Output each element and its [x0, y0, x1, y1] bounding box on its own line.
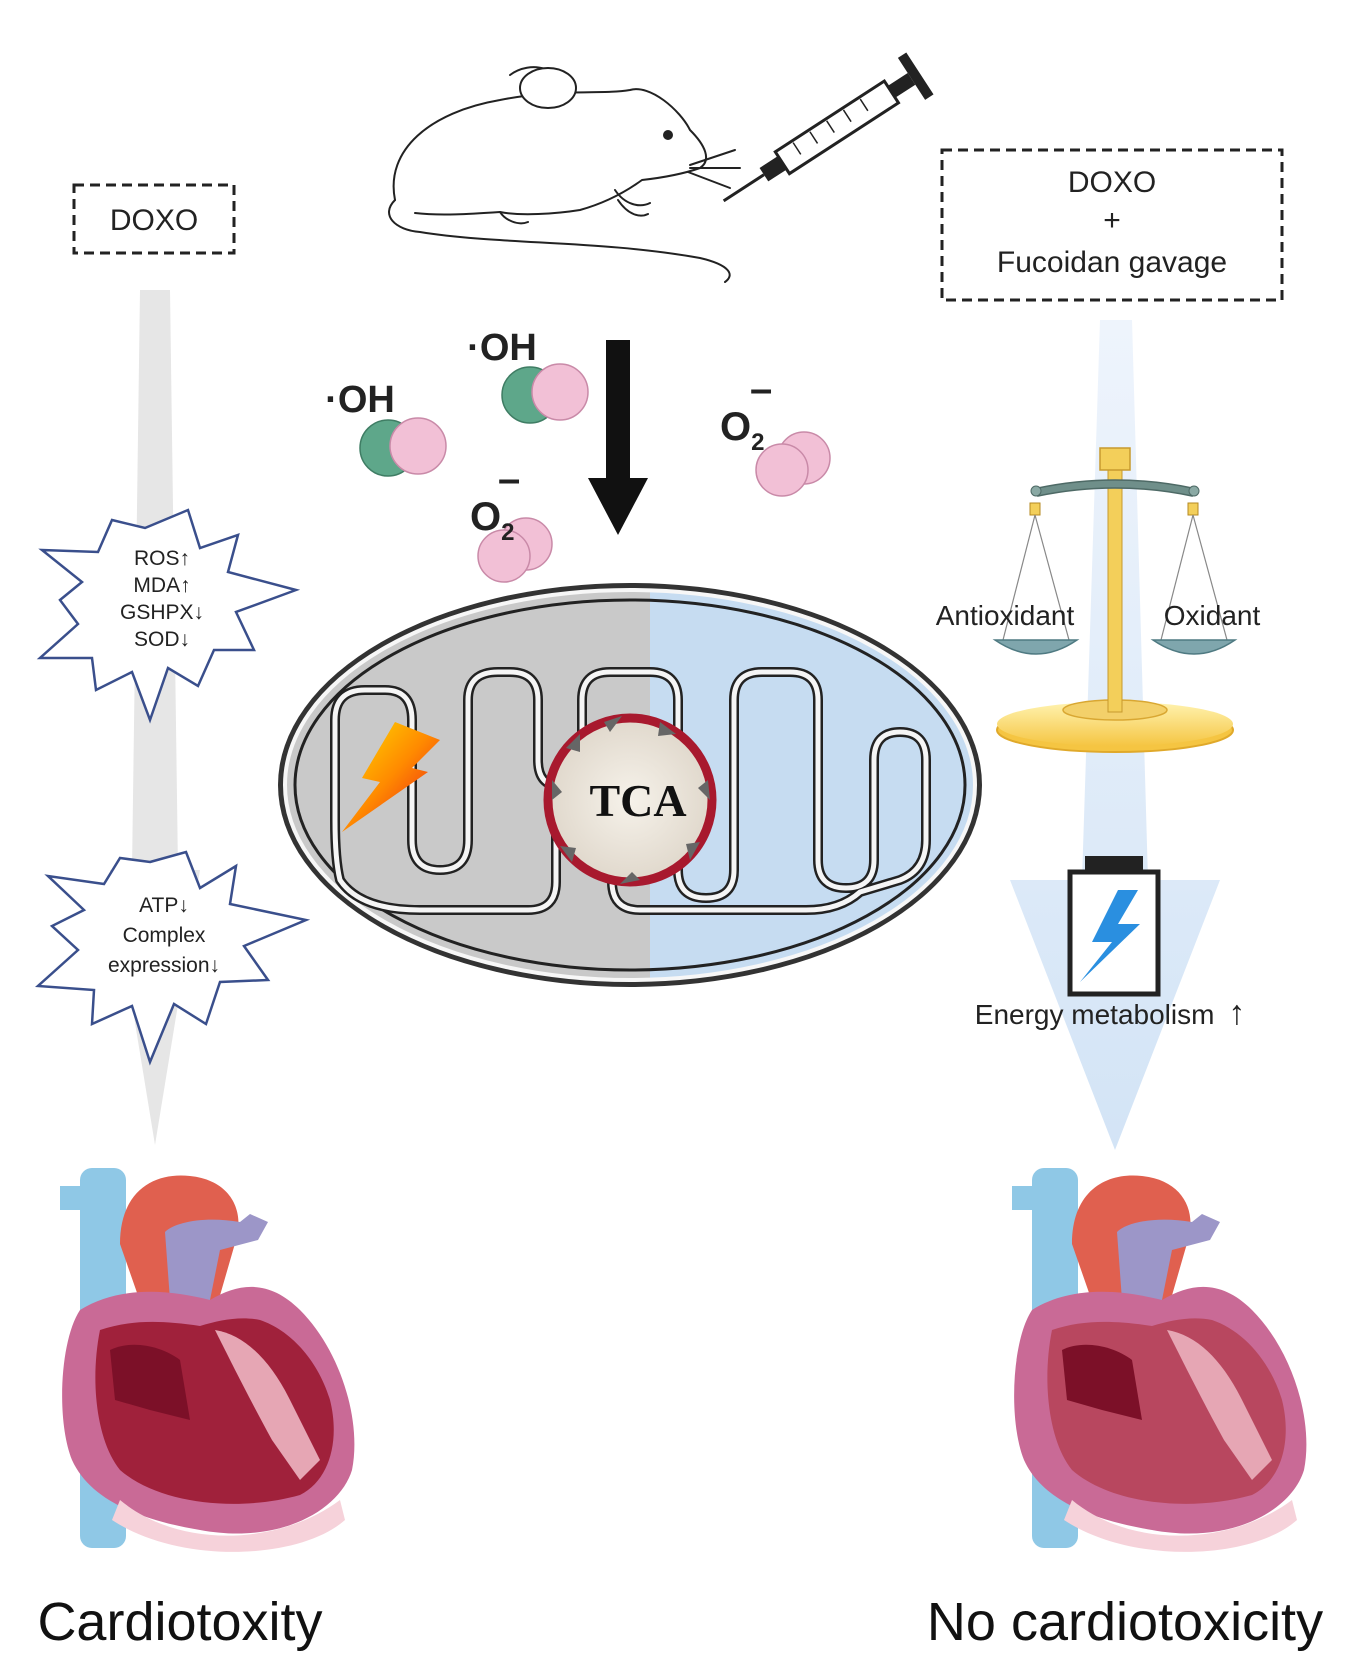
o2-base-1: O — [470, 495, 501, 539]
burst2-line-1: ATP↓ — [139, 894, 189, 917]
o2-base-2: O — [720, 405, 751, 449]
energy-metabolism-label: Energy metabolism ↑ — [975, 994, 1245, 1032]
left-doxo-label: DOXO — [110, 204, 198, 237]
right-box-line-3: Fucoidan gavage — [997, 246, 1227, 279]
oxidative-stress-burst: ROS↑ MDA↑ GSHPX↓ SOD↓ — [36, 508, 301, 724]
o2-sub-1: 2 — [501, 519, 514, 546]
heart-left-icon — [60, 1168, 355, 1552]
energy-deficit-burst: ATP↓ Complex expression↓ — [34, 850, 311, 1066]
superoxide-1: O2 – — [470, 457, 553, 583]
burst1-line-3: GSHPX↓ — [120, 601, 204, 624]
superoxide-label-1: O2 — [470, 495, 514, 546]
right-box-line-1: DOXO — [1068, 166, 1156, 199]
burst1-line-1: ROS↑ — [134, 547, 190, 570]
energy-up-arrow: ↑ — [1228, 994, 1245, 1032]
cardiotoxity-label: Cardiotoxity — [37, 1592, 322, 1652]
right-box-line-2: + — [1103, 204, 1121, 237]
mouse-icon — [388, 66, 741, 283]
right-doxo-fucoidan-box: DOXO + Fucoidan gavage — [940, 148, 1284, 302]
o2-charge-2: – — [750, 367, 772, 411]
central-down-arrow — [588, 340, 648, 535]
superoxide-2: O2 – — [720, 367, 831, 497]
tca-cycle: TCA — [543, 713, 717, 887]
oxidant-label: Oxidant — [1164, 600, 1261, 631]
heart-right-icon — [1012, 1168, 1307, 1552]
o2-sub-2: 2 — [751, 429, 764, 456]
burst2-line-3: expression↓ — [108, 954, 220, 977]
energy-metabolism-text: Energy metabolism — [975, 999, 1215, 1030]
hydroxyl-label-2: ·OH — [467, 327, 537, 369]
damage-lightning-icon — [342, 722, 440, 832]
syringe-icon — [722, 52, 934, 203]
hydroxyl-radical-1: ·OH — [325, 379, 447, 477]
antioxidant-label: Antioxidant — [936, 600, 1075, 631]
battery-icon — [1067, 856, 1161, 997]
no-cardiotoxicity-label: No cardiotoxicity — [927, 1592, 1323, 1652]
tca-label: TCA — [589, 775, 686, 826]
hydroxyl-radical-2: ·OH — [467, 327, 589, 424]
o2-charge-1: – — [498, 457, 520, 501]
hydroxyl-label-1: ·OH — [325, 379, 395, 421]
burst1-line-4: SOD↓ — [134, 628, 190, 651]
burst2-line-2: Complex — [123, 924, 206, 947]
left-doxo-box: DOXO — [72, 183, 236, 255]
balance-scale-icon — [992, 447, 1238, 753]
burst1-line-2: MDA↑ — [133, 574, 190, 597]
superoxide-label-2: O2 — [720, 405, 764, 456]
